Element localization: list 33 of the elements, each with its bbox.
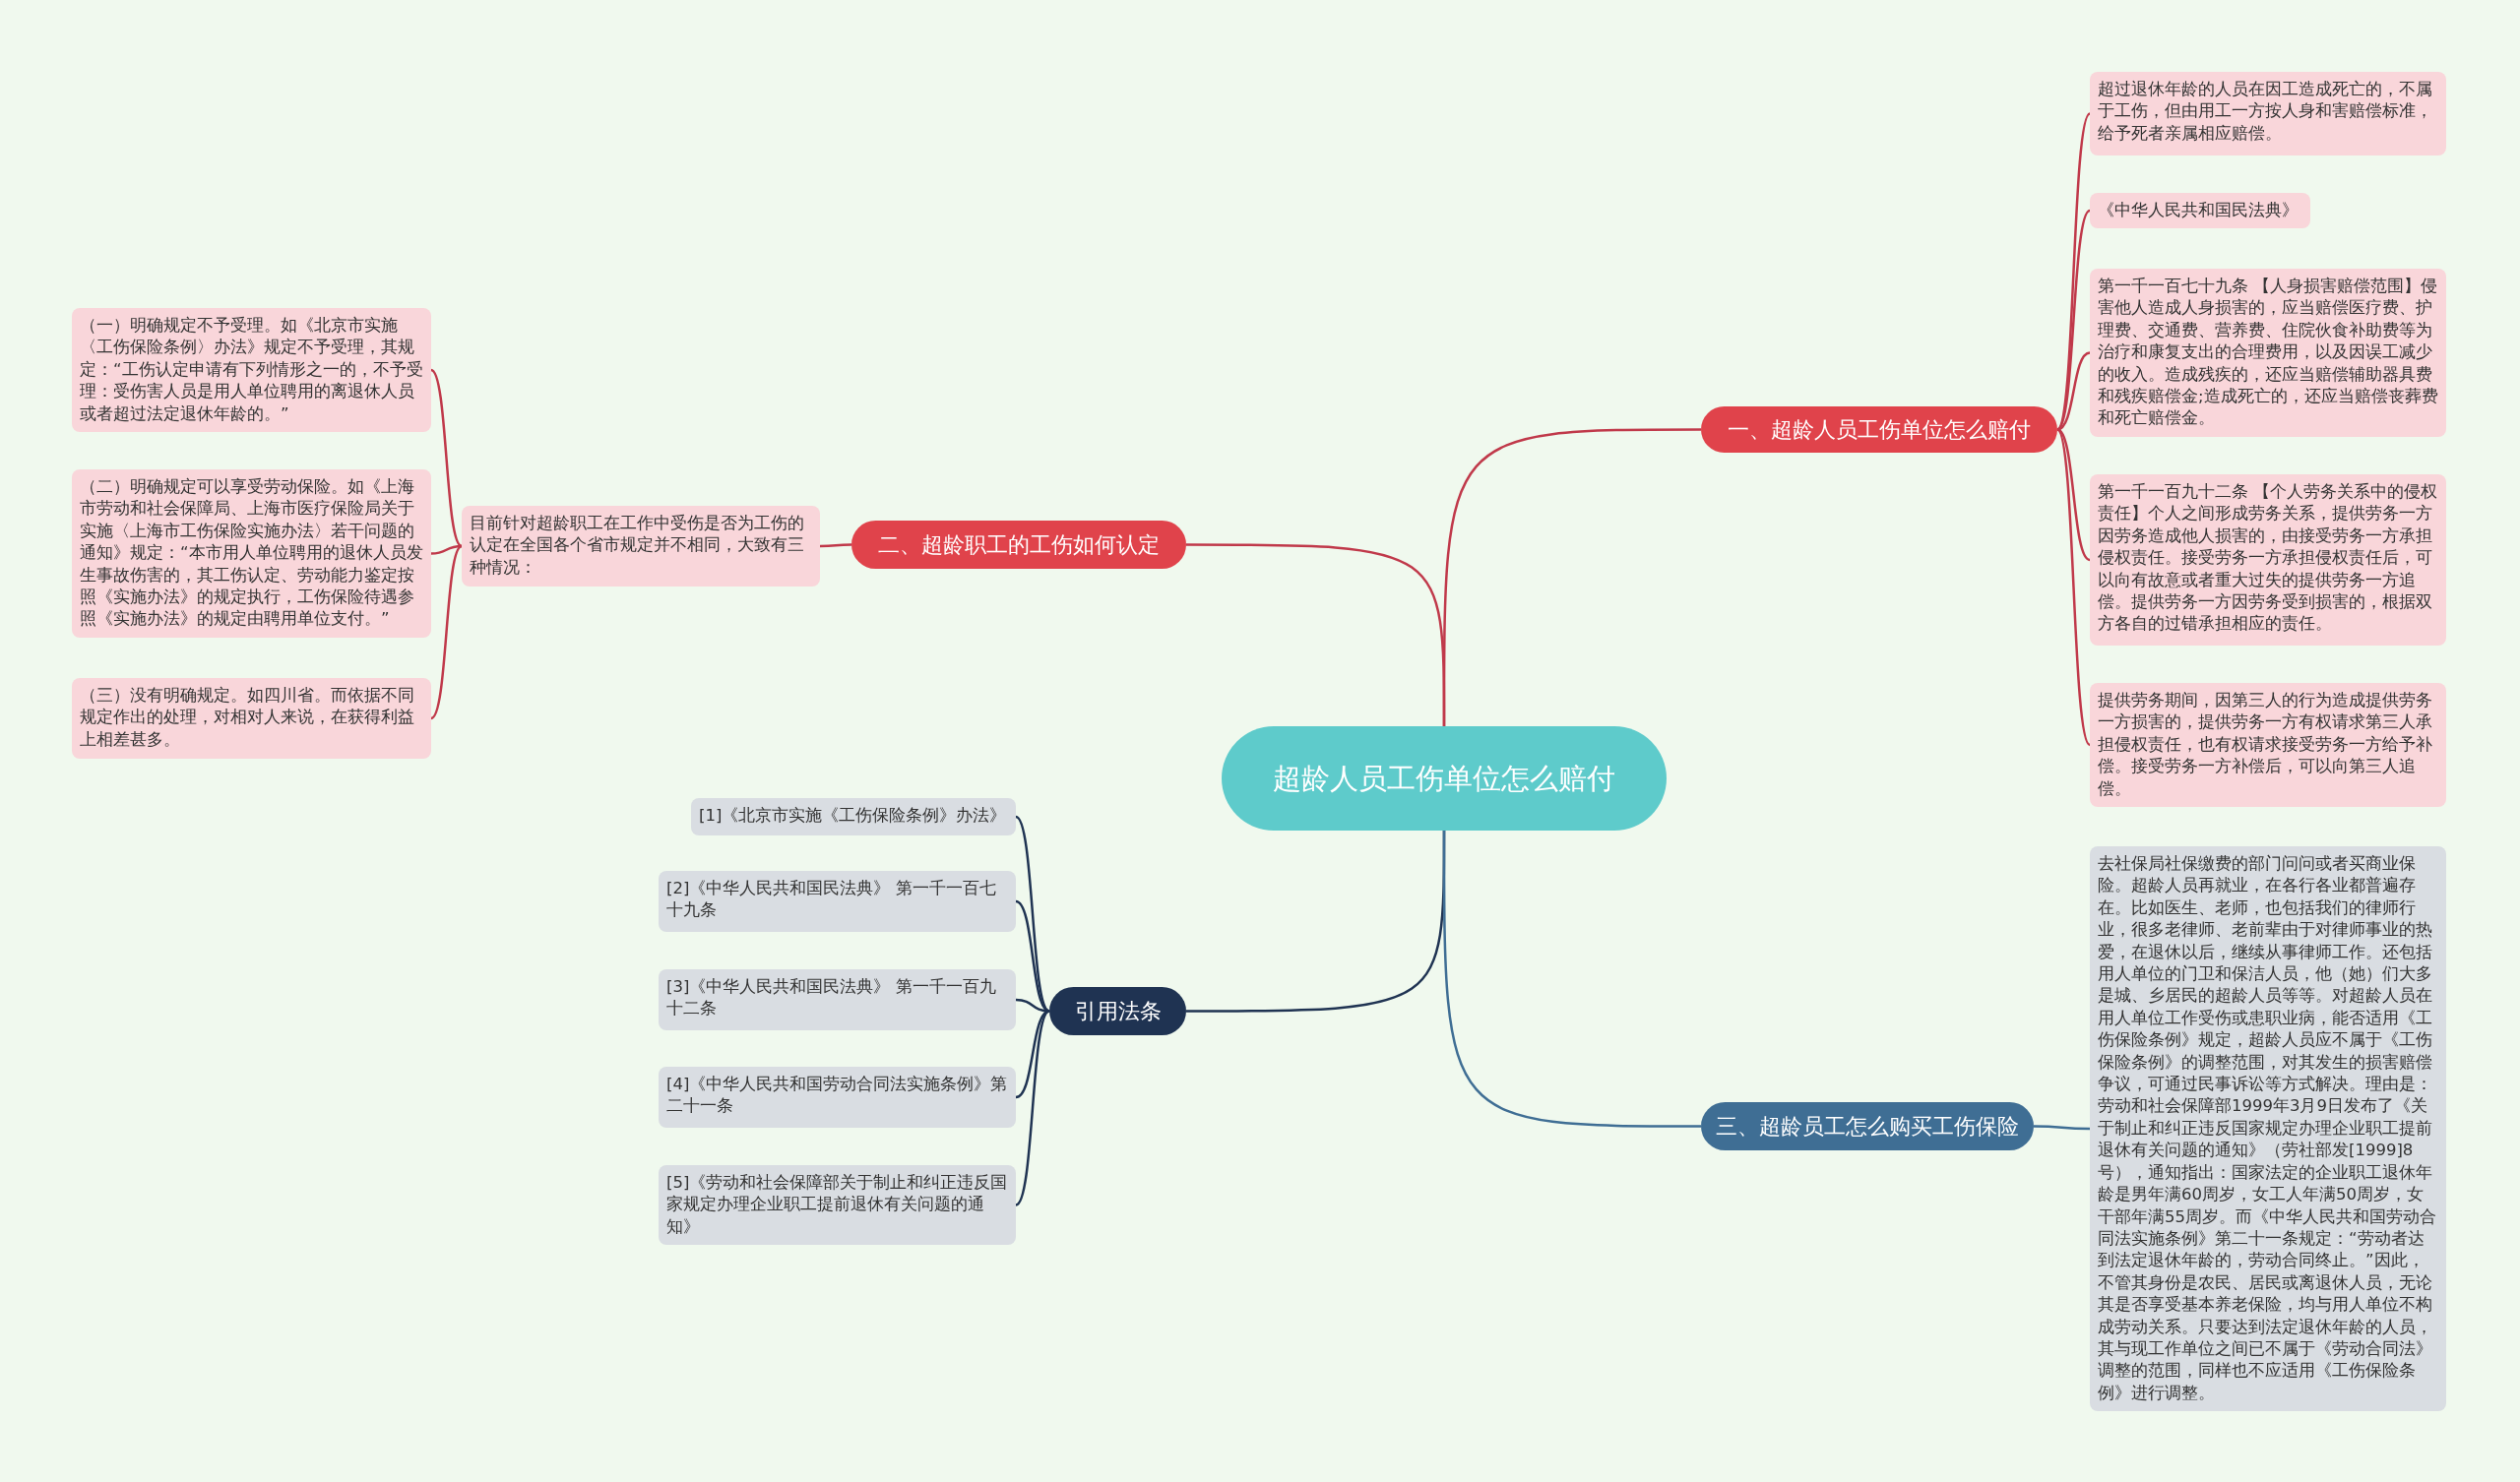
- note-box: 《中华人民共和国民法典》: [2090, 193, 2310, 229]
- note-box: 第一千一百七十九条 【人身损害赔偿范围】侵害他人造成人身损害的，应当赔偿医疗费、护理费、交通费、营养费、住院伙食补助费等为治疗和康复支出的合理费用，以及因误工减少的收入。造成残疾的，还应当赔偿辅助器具费和残疾赔偿金;造成死亡的，还应当赔偿丧葬费和死亡赔偿金。: [2090, 269, 2446, 437]
- note-box: 目前针对超龄职工在工作中受伤是否为工伤的认定在全国各个省市规定并不相同，大致有三种情况：: [462, 506, 820, 587]
- note-box: （二）明确规定可以享受劳动保险。如《上海市劳动和社会保障局、上海市医疗保险局关于实施〈上海市工伤保险实施办法〉若干问题的通知》规定：“本市用人单位聘用的退休人员发生事故伤害的，其工伤认定、劳动能力鉴定按照《实施办法》的规定执行，工伤保险待遇参照《实施办法》的规定由聘用单位支付。”: [72, 469, 431, 638]
- central-topic: 超龄人员工伤单位怎么赔付: [1222, 726, 1667, 831]
- branch-topic: 三、超龄员工怎么购买工伤保险: [1701, 1102, 2034, 1150]
- connector-line: [1015, 1010, 1050, 1099]
- reference-box: [4]《中华人民共和国劳动合同法实施条例》第二十一条: [659, 1067, 1016, 1128]
- note-box: （一）明确规定不予受理。如《北京市实施〈工伤保险条例〉办法》规定不予受理，其规定：“工伤认定申请有下列情形之一的，不予受理：受伤害人员是用人单位聘用的离退休人员或者超过法定退休年龄的。”: [72, 308, 431, 433]
- note-box: 第一千一百九十二条 【个人劳务关系中的侵权责任】个人之间形成劳务关系，提供劳务一方因劳务造成他人损害的，由接受劳务一方承担侵权责任。接受劳务一方承担侵权责任后，可以向有故意或者重大过失的提供劳务一方追偿。提供劳务一方因劳务受到损害的，根据双方各自的过错承担相应的责任。: [2090, 474, 2446, 646]
- note-box: 去社保局社保缴费的部门问问或者买商业保险。超龄人员再就业，在各行各业都普遍存在。比如医生、老师，也包括我们的律师行业，很多老律师、老前辈由于对律师事业的热爱，在退休以后，继续从事律师工作。还包括用人单位的门卫和保洁人员，他（她）们大多是城、乡居民的超龄人员等等。对超龄人员在用人单位工作受伤或患职业病，能否适用《工伤保险条例》规定，超龄人员应不属于《工伤保险条例》的调整范围，对其发生的损害赔偿争议，可通过民事诉讼等方式解决。理由是：劳动和社会保障部1999年3月9日发布了《关于制止和纠正违反国家规定办理企业职工提前退休有关问题的通知》（劳社部发[1999]8号），通知指出：国家法定的企业职工退休年龄是男年满60周岁，女工人年满50周岁，女干部年满55周岁。而《中华人民共和国劳动合同法实施条例》第二十一条规定：“劳动者达到法定退休年龄的，劳动合同终止。”因此，不管其身份是农民、居民或离退休人员，无论其是否享受基本养老保险，均与用人单位不构成劳动关系。只要达到法定退休年龄的人员，其与现工作单位之间已不属于《劳动合同法》调整的范围，同样也不应适用《工伤保险条例》进行调整。: [2090, 846, 2446, 1412]
- connector-line: [430, 545, 463, 719]
- connector-line: [1015, 899, 1050, 1013]
- connector-line: [1442, 831, 1701, 1128]
- reference-box: [5]《劳动和社会保障部关于制止和纠正违反国家规定办理企业职工提前退休有关问题的通知》: [659, 1165, 1016, 1246]
- connector-line: [430, 544, 463, 555]
- branch-topic: 二、超龄职工的工伤如何认定: [851, 521, 1186, 569]
- branch-topic: 一、超龄人员工伤单位怎么赔付: [1701, 406, 2057, 453]
- connector-line: [2056, 428, 2091, 562]
- reference-box: [3]《中华人民共和国民法典》 第一千一百九十二条: [659, 969, 1016, 1030]
- connector-line: [2056, 210, 2091, 431]
- connector-line: [2034, 1125, 2090, 1131]
- connector-line: [430, 369, 463, 547]
- connector-line: [820, 543, 851, 548]
- connector-line: [2055, 428, 2092, 746]
- branch-topic: 引用法条: [1049, 987, 1186, 1035]
- connector-line: [1186, 543, 1446, 726]
- reference-box: [1]《北京市实施《工伤保险条例》办法》: [691, 798, 1016, 835]
- connector-line: [1015, 1010, 1050, 1206]
- note-box: （三）没有明确规定。如四川省。而依据不同规定作出的处理，对相对人来说，在获得利益上相差甚多。: [72, 678, 431, 759]
- reference-box: [2]《中华人民共和国民法典》 第一千一百七十九条: [659, 871, 1016, 932]
- note-box: 超过退休年龄的人员在因工造成死亡的，不属于工伤，但由用工一方按人身和害赔偿标准，给予死者亲属相应赔偿。: [2090, 72, 2446, 155]
- note-box: 提供劳务期间，因第三人的行为造成提供劳务一方损害的，提供劳务一方有权请求第三人承担侵权责任，也有权请求接受劳务一方给予补偿。接受劳务一方补偿后，可以向第三人追偿。: [2090, 683, 2446, 808]
